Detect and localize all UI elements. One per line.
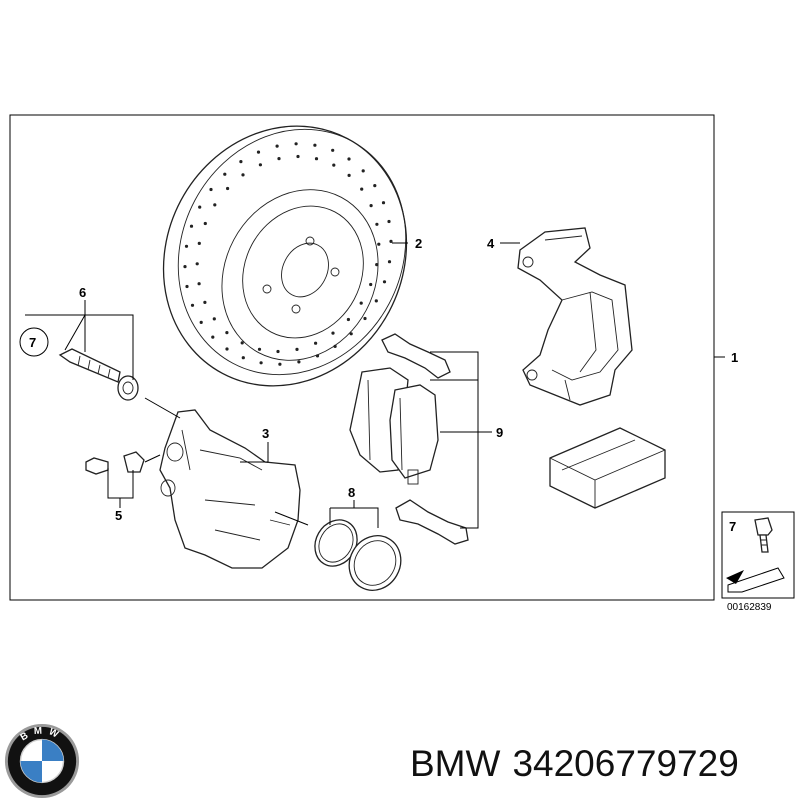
drill-hole [387,260,392,264]
callout-1: 1 [731,350,738,365]
drill-hole [382,280,387,284]
drill-hole [259,361,263,365]
callout-6: 6 [79,285,86,300]
caliper-carrier [517,227,633,406]
drill-hole [276,349,280,354]
drill-hole [211,335,215,339]
pad-retaining-clip-bottom [395,499,469,545]
drill-hole [347,157,351,161]
pad-retaining-clip-top [381,333,451,379]
drill-hole [226,186,230,191]
drill-hole [277,157,281,161]
drill-hole [240,341,244,345]
drill-hole [377,242,381,246]
drill-hole [185,284,189,289]
drill-hole [258,163,262,167]
drill-hole [183,265,187,269]
drill-hole [294,142,298,146]
callout-9: 9 [496,425,503,440]
callout-2: 2 [415,236,422,251]
drill-hole [212,317,216,321]
drill-hole [225,347,229,351]
drill-hole [369,282,373,287]
inset-panel: 7 [721,511,795,599]
drill-hole [313,143,317,147]
bleeder-screw [85,451,145,475]
drawing-code: 00162839 [727,602,772,613]
drill-hole [241,356,245,360]
part-number: 34206779729 [512,743,739,784]
guide-bushing [117,375,139,401]
drill-hole [190,303,195,307]
drill-hole [184,244,189,248]
drill-hole [209,187,213,192]
drill-hole [257,347,262,351]
drill-hole [203,221,207,226]
kit-box [549,427,666,509]
drill-hole [189,224,194,228]
brake-pads [349,367,439,485]
drill-hole [199,320,203,324]
disc-drill-holes [183,142,393,366]
drill-hole [346,317,350,322]
drill-hole [314,341,318,345]
drill-hole [203,300,207,304]
drill-hole [256,150,261,154]
drill-hole [360,187,364,191]
drill-hole [297,360,301,364]
part-caption: BMW 34206779729 [410,742,795,786]
drill-hole [241,173,245,177]
drill-hole [333,344,337,348]
drill-hole [213,203,217,207]
drill-hole [197,241,201,245]
callout-5: 5 [115,508,122,523]
logo-quadrant-blue-1 [42,739,64,761]
drill-hole [225,331,229,335]
drill-hole [361,169,365,173]
drill-hole [275,144,279,148]
drill-hole [374,299,378,303]
drill-hole [198,205,202,209]
callout-3: 3 [262,426,269,441]
drill-hole [387,219,391,224]
drill-hole [223,172,227,176]
brake-disc [162,125,408,387]
logo-quadrant-blue-2 [20,761,42,783]
drill-hole [349,332,353,336]
guide-bolt [58,348,121,383]
callout-8: 8 [348,485,355,500]
brake-caliper [159,409,301,569]
drill-hole [315,354,320,358]
drill-hole [278,362,282,366]
drill-hole [389,239,393,243]
drill-hole [373,184,377,188]
drill-hole [331,331,335,335]
inset-callout-7: 7 [729,519,736,534]
drill-hole [197,282,201,286]
brand-name: BMW [410,743,501,784]
drill-hole [375,222,379,226]
drill-hole [296,154,300,159]
callout-7: 7 [29,335,36,350]
callout-4: 4 [487,236,495,251]
drill-hole [359,301,363,305]
drill-hole [239,160,243,164]
drill-hole [332,163,336,167]
callout-circle-7 [19,327,49,357]
leader-lines [25,242,725,529]
drill-hole [363,316,367,321]
drill-hole [347,173,351,177]
drill-hole [369,204,373,208]
piston-seal-rings [314,519,402,591]
drill-hole [381,201,386,205]
drill-hole [331,148,335,152]
drill-hole [195,262,199,266]
drill-hole [375,263,379,267]
drill-hole [314,157,319,161]
bmw-logo: BMW [4,723,80,799]
drill-hole [295,347,299,351]
